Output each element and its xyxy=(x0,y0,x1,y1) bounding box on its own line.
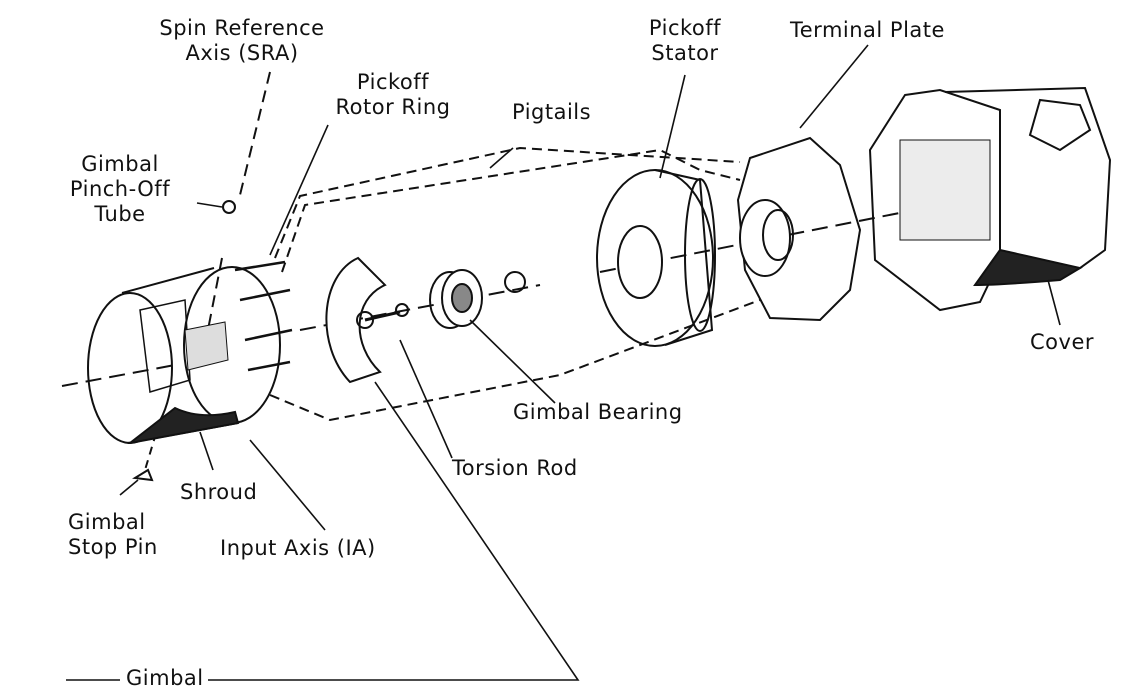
shroud-shape xyxy=(87,266,281,444)
leader-lines xyxy=(66,44,1061,681)
nut-shape xyxy=(504,271,526,293)
gimbal-bearing-shape xyxy=(429,269,483,329)
pickoff-stator-shape xyxy=(596,169,716,347)
torsion-rod-label: Torsion Rod xyxy=(452,456,578,480)
spin-reference-axis-line1: Spin Reference xyxy=(159,16,325,40)
cover-label: Cover xyxy=(1030,330,1094,354)
pigtail-wire-lower xyxy=(269,299,761,422)
pickoff-stator-line1: Pickoff xyxy=(648,16,722,40)
stop-pin-line2: Stop Pin xyxy=(68,535,158,559)
gimbal-crescent xyxy=(325,256,387,384)
spin-reference-axis-line xyxy=(204,71,271,346)
gimbal-bearing-label: Gimbal Bearing xyxy=(513,400,683,424)
shroud-label: Shroud xyxy=(180,480,258,504)
pigtail-wire-upper xyxy=(274,146,741,259)
stop-pin-dashed-line xyxy=(144,419,161,471)
pickoff-rotor-ring-label: Pickoff Rotor Ring xyxy=(318,70,468,120)
spin-reference-axis-label: Spin Reference Axis (SRA) xyxy=(152,16,332,66)
pigtail-wire-middle xyxy=(281,148,741,273)
gimbal-pinch-off-tube-label: Gimbal Pinch-Off Tube xyxy=(60,152,180,227)
terminal-plate-shape xyxy=(736,136,862,322)
pickoff-rotor-ring-line2: Rotor Ring xyxy=(335,95,451,119)
cover-shape xyxy=(868,86,1112,312)
gimbal-label: Gimbal xyxy=(126,666,204,690)
pigtails-label: Pigtails xyxy=(512,100,592,124)
terminal-plate-label: Terminal Plate xyxy=(790,18,945,42)
pickoff-stator-line2: Stator xyxy=(651,41,719,65)
pinch-off-line2: Pinch-Off xyxy=(69,177,171,201)
gimbal-stop-pin-label: Gimbal Stop Pin xyxy=(68,510,158,560)
pinch-off-line1: Gimbal xyxy=(81,152,159,176)
stop-pin-shape xyxy=(132,468,154,482)
pickoff-rotor-ring-line1: Pickoff xyxy=(356,70,430,94)
rotor-ring-pins xyxy=(234,260,293,372)
pinch-off-tube-shape xyxy=(222,200,236,214)
pinch-off-line3: Tube xyxy=(94,202,146,226)
pickoff-stator-label: Pickoff Stator xyxy=(630,16,740,66)
spin-reference-axis-line2: Axis (SRA) xyxy=(185,41,299,65)
stop-pin-line1: Gimbal xyxy=(68,510,146,534)
input-axis-label: Input Axis (IA) xyxy=(220,536,376,560)
